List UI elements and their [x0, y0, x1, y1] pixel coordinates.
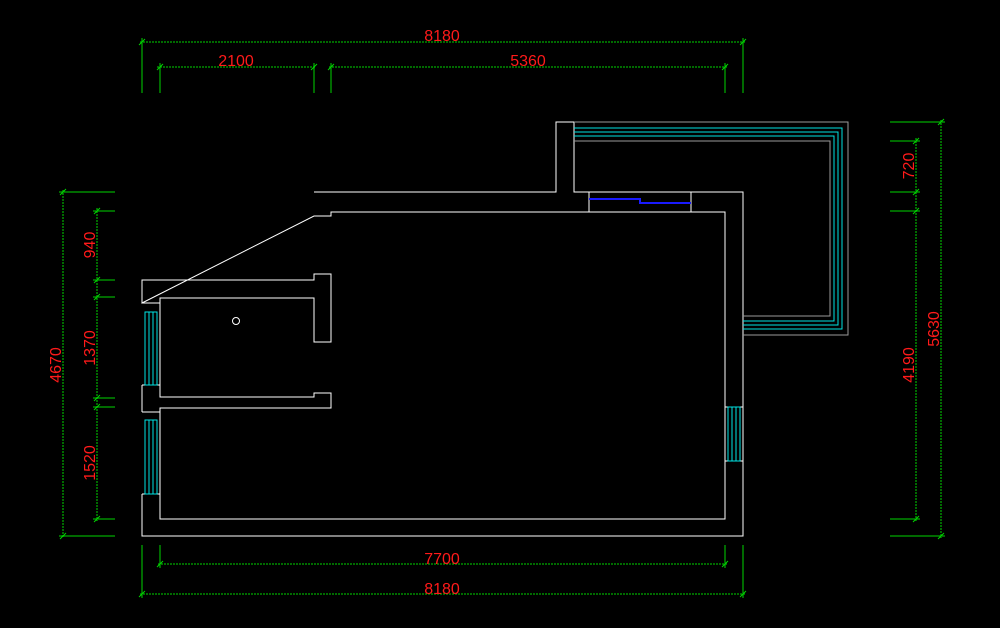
label-right-1: 720: [901, 153, 918, 180]
balcony: [574, 121, 849, 336]
label-left-total: 4670: [48, 347, 65, 383]
dim-bottom-inner: [156, 545, 729, 568]
dim-left-total: [59, 188, 115, 540]
label-left-1: 940: [82, 232, 99, 259]
label-right-total: 5630: [926, 311, 943, 347]
label-top-total: 8180: [424, 28, 460, 45]
dim-top-left: [156, 63, 318, 93]
dim-right-total: [890, 118, 945, 540]
label-bottom-inner: 7700: [424, 551, 460, 568]
label-left-2: 1370: [82, 330, 99, 366]
floor-drain-icon: [232, 317, 240, 325]
dim-bottom-total: [138, 545, 747, 598]
balcony-door: [588, 192, 692, 212]
outer-wall: [141, 121, 744, 537]
label-bottom-total: 8180: [424, 581, 460, 598]
label-top-right: 5360: [510, 53, 546, 70]
dim-top-total: [138, 38, 747, 93]
dim-top-right: [327, 63, 729, 93]
label-top-left: 2100: [218, 53, 254, 70]
dim-left-segments: [93, 207, 115, 523]
dim-right-segments: [890, 137, 920, 523]
left-window-lower: [144, 419, 158, 495]
right-window: [725, 406, 743, 462]
label-left-3: 1520: [82, 445, 99, 481]
left-window-upper: [144, 311, 158, 386]
label-right-2: 4190: [901, 347, 918, 383]
